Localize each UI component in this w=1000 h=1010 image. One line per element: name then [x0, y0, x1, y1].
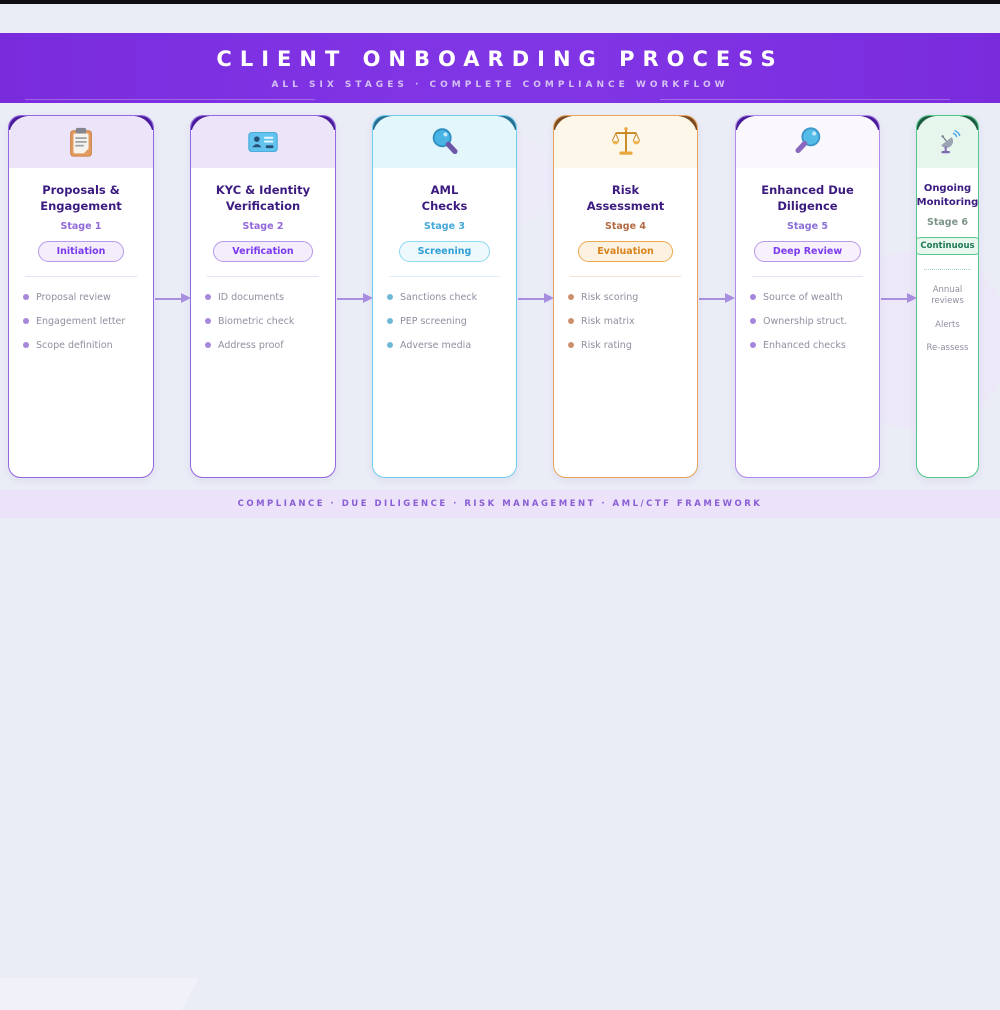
magnifier-icon: [432, 128, 458, 155]
flow-arrow: [881, 293, 917, 304]
list-item: Biometric check: [205, 316, 321, 329]
bullet-dot: [23, 294, 29, 301]
stage-number-label: Stage 6: [927, 217, 968, 228]
card-divider: [569, 276, 682, 278]
stage-item-list: Proposal review Engagement letter Scope …: [9, 292, 153, 363]
list-item: Risk scoring: [568, 292, 683, 305]
stage-number-label: Stage 5: [787, 221, 828, 233]
bullet-dot: [387, 318, 393, 324]
card-divider: [751, 276, 864, 278]
list-item: PEP screening: [387, 316, 502, 329]
footer-decoration: [0, 978, 199, 1010]
list-item: Risk rating: [568, 340, 683, 353]
bullet-dot: [205, 294, 211, 301]
stage-badge: Evaluation: [578, 241, 673, 263]
header-banner: CLIENT ONBOARDING PROCESS ALL SIX STAGES…: [0, 33, 1000, 103]
stage-number-label: Stage 1: [60, 221, 102, 233]
bullet-dot: [568, 294, 574, 301]
stage-number-label: Stage 4: [605, 221, 646, 233]
stage-badge: Deep Review: [753, 241, 862, 263]
list-item: Source of wealth: [750, 292, 865, 305]
bullet-dot: [23, 341, 29, 348]
stage-badge: Screening: [398, 241, 491, 263]
stage-title: Proposals & Engagement: [40, 183, 122, 214]
stage-card-kyc-identity: KYC & Identity Verification Stage 2 Veri…: [190, 115, 336, 478]
stage-card-risk-assessment: Risk Assessment Stage 4 Evaluation Risk …: [553, 115, 698, 478]
stage-title: Ongoing Monitoring: [916, 183, 979, 208]
footer-text: COMPLIANCE · DUE DILIGENCE · RISK MANAGE…: [237, 499, 763, 509]
flow-arrow: [518, 293, 554, 304]
list-item: Annual reviews: [931, 285, 964, 307]
scales-icon: [611, 127, 640, 155]
flow-arrow: [337, 293, 373, 304]
bullet-dot: [750, 294, 756, 301]
stage-item-list: Risk scoring Risk matrix Risk rating: [554, 292, 697, 363]
list-item: ID documents: [205, 292, 321, 305]
top-bar: [0, 0, 1000, 4]
stage-item-list: Sanctions check PEP screening Adverse me…: [373, 292, 516, 363]
bullet-dot: [750, 318, 756, 324]
list-item: Adverse media: [387, 340, 502, 353]
footer-banner: COMPLIANCE · DUE DILIGENCE · RISK MANAGE…: [0, 490, 1000, 1010]
stage-item-list: ID documents Biometric check Address pro…: [191, 292, 335, 363]
stage-card-proposals-engagement: Proposals & Engagement Stage 1 Initiatio…: [8, 115, 154, 478]
satellite-icon: [940, 130, 960, 154]
list-item: Ownership struct.: [750, 316, 865, 329]
bullet-dot: [568, 341, 574, 348]
list-item: Scope definition: [23, 340, 139, 353]
clipboard-icon: [70, 127, 92, 157]
stage-number-label: Stage 2: [242, 221, 284, 233]
card-header: [373, 116, 516, 168]
id-card-icon: [248, 132, 278, 152]
flow-arrow: [155, 293, 191, 304]
card-header: [191, 116, 335, 168]
list-item: Risk matrix: [568, 316, 683, 329]
stage-title: Enhanced Due Diligence: [761, 183, 854, 214]
bullet-dot: [568, 318, 574, 324]
stage-card-ongoing-monitoring: Ongoing Monitoring Stage 6 Continuous An…: [916, 115, 979, 478]
list-item: Sanctions check: [387, 292, 502, 305]
bullet-dot: [23, 318, 29, 324]
stage-badge: Verification: [213, 241, 313, 263]
stage-card-enhanced-due-diligence: Enhanced Due Diligence Stage 5 Deep Revi…: [735, 115, 880, 478]
bullet-dot: [750, 341, 756, 348]
page-subtitle: ALL SIX STAGES · COMPLETE COMPLIANCE WOR…: [271, 80, 729, 90]
stage-item-list: Source of wealth Ownership struct. Enhan…: [736, 292, 879, 363]
card-header: [736, 116, 879, 168]
card-header: [917, 116, 978, 168]
card-header: [9, 116, 153, 168]
list-item: Re-assess: [926, 343, 969, 354]
banner-divider-right: [660, 99, 950, 100]
flow-arrow: [699, 293, 735, 304]
stage-number-label: Stage 3: [424, 221, 465, 233]
list-item: Enhanced checks: [750, 340, 865, 353]
list-item: Engagement letter: [23, 316, 139, 329]
card-divider: [923, 269, 972, 270]
bullet-dot: [387, 294, 393, 301]
card-divider: [388, 276, 501, 278]
stage-item-list: Annual reviews Alerts Re-assess: [917, 285, 978, 367]
stage-badge: Initiation: [37, 241, 125, 263]
bullet-dot: [387, 341, 393, 348]
list-item: Alerts: [935, 319, 960, 330]
page-title: CLIENT ONBOARDING PROCESS: [216, 47, 784, 71]
stage-title: KYC & Identity Verification: [215, 183, 311, 214]
stage-badge: Continuous: [917, 237, 978, 255]
bullet-dot: [205, 318, 211, 324]
stage-title: AML Checks: [421, 183, 468, 214]
bullet-dot: [205, 341, 211, 348]
stage-card-aml-checks: AML Checks Stage 3 Screening Sanctions c…: [372, 115, 517, 478]
list-item: Address proof: [205, 340, 321, 353]
banner-divider-left: [25, 99, 315, 100]
card-header: [554, 116, 697, 168]
list-item: Proposal review: [23, 292, 139, 305]
card-divider: [206, 276, 320, 278]
magnifier-left-icon: [794, 127, 820, 154]
card-divider: [24, 276, 138, 278]
stage-title: Risk Assessment: [586, 183, 665, 214]
